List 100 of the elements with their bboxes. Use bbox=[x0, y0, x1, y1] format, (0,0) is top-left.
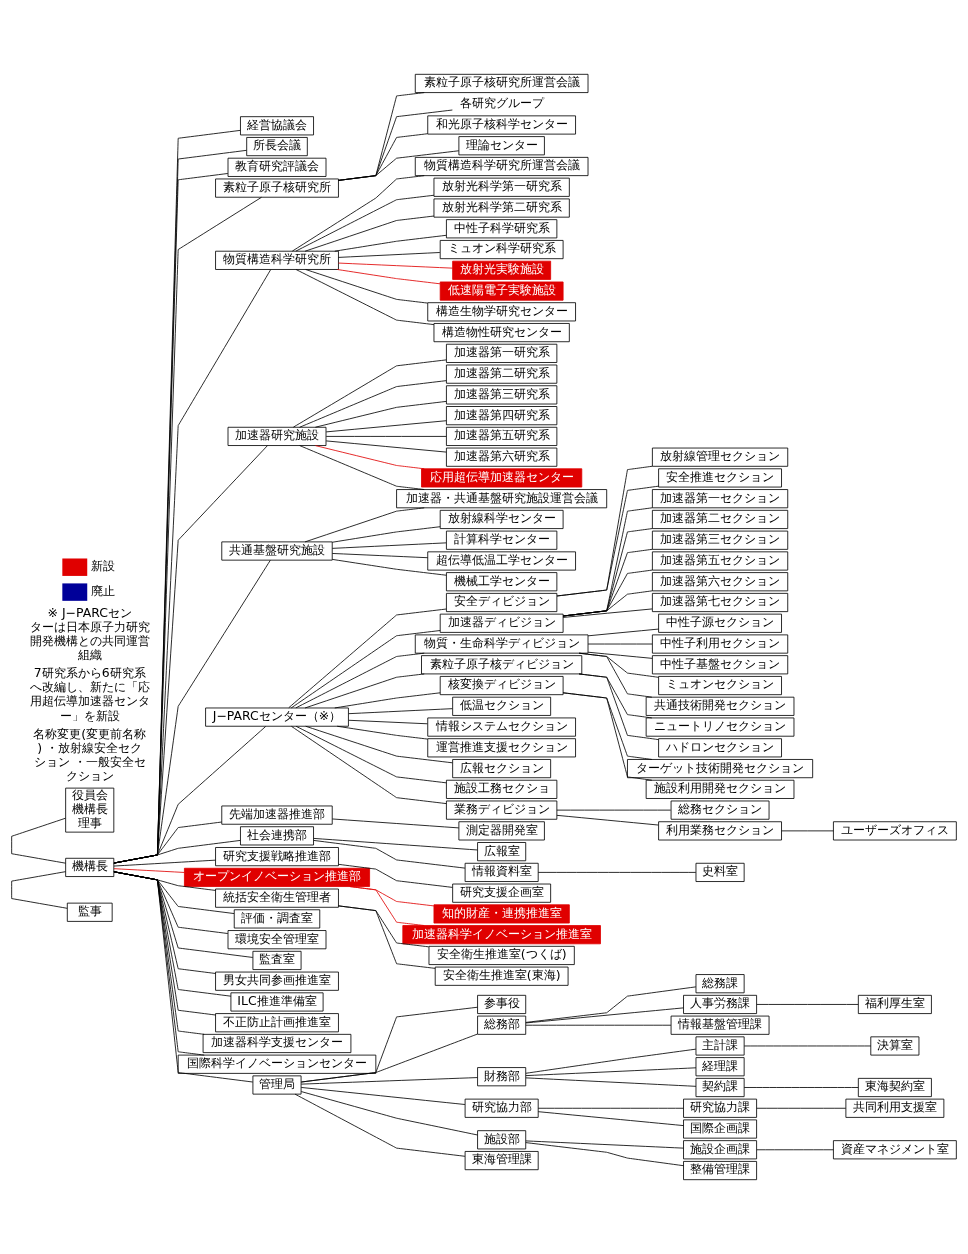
node-box: 構造生物学研究センター bbox=[427, 302, 576, 322]
connector bbox=[300, 1006, 478, 1083]
node-box: 史料室 bbox=[695, 862, 745, 882]
node-box: 情報資料室 bbox=[464, 862, 539, 882]
node-box: 物質構造科学研究所運営会議 bbox=[414, 156, 589, 177]
connector bbox=[291, 725, 447, 804]
node-box: 施設工務セクショ bbox=[446, 779, 558, 799]
connector bbox=[756, 1004, 859, 1005]
node-box: 総務部 bbox=[477, 1015, 527, 1035]
node-box: 整備管理課 bbox=[683, 1161, 757, 1181]
connector bbox=[331, 542, 447, 549]
node-box: 監査室 bbox=[252, 950, 302, 970]
connector bbox=[300, 1077, 478, 1085]
node-box: 業務ディビジョン bbox=[446, 800, 558, 820]
node-box: 加速器第三研究系 bbox=[446, 385, 558, 405]
node-box: 放射光科学第一研究系 bbox=[433, 177, 570, 197]
connector bbox=[113, 859, 216, 867]
node-box: 国際科学イノベーションセンター bbox=[177, 1054, 377, 1074]
node-box: J−PARCセンター（※） bbox=[205, 707, 349, 727]
node-box: 素粒子原子核ディビジョン bbox=[421, 655, 583, 675]
node-box: 国際企画課 bbox=[683, 1119, 757, 1139]
connector bbox=[113, 868, 185, 873]
node-box: ILC推進準備室 bbox=[230, 992, 324, 1012]
node-box: 低速陽電子実験施設 bbox=[439, 281, 564, 301]
connector bbox=[11, 817, 66, 864]
connector bbox=[299, 445, 425, 490]
connector bbox=[325, 440, 447, 453]
node-box: 総務セクション bbox=[670, 800, 770, 820]
node-text: 各研究グループ bbox=[459, 95, 544, 111]
connector bbox=[525, 1067, 697, 1077]
node-box: 加速器第二セクション bbox=[651, 509, 789, 529]
node-box: 運営推進支援セクション bbox=[427, 738, 576, 758]
connector bbox=[331, 526, 441, 543]
connector bbox=[334, 692, 441, 709]
node-box: 監事 bbox=[66, 902, 113, 922]
node-box: 安全衛生推進室(つくば) bbox=[428, 945, 575, 965]
node-box: 経理課 bbox=[695, 1057, 745, 1077]
connector bbox=[562, 608, 653, 618]
connector bbox=[336, 725, 428, 740]
connector bbox=[525, 1142, 684, 1167]
node-box: 人事労務課 bbox=[683, 994, 757, 1014]
connector bbox=[556, 814, 659, 826]
connector bbox=[331, 818, 460, 829]
connector bbox=[113, 196, 262, 864]
node-box: 研究協力課 bbox=[683, 1098, 757, 1118]
node-box: 総務課 bbox=[695, 974, 745, 994]
connector bbox=[348, 719, 428, 725]
connector bbox=[113, 726, 267, 864]
node-box: 共同利用支援室 bbox=[845, 1098, 945, 1118]
connector bbox=[305, 269, 428, 304]
connector bbox=[587, 643, 653, 645]
connector bbox=[11, 871, 68, 909]
connector bbox=[325, 420, 447, 433]
connector bbox=[334, 234, 447, 252]
connector bbox=[113, 269, 272, 864]
node-box: 計算科学センター bbox=[446, 530, 558, 550]
node-box: 加速器・共通基盤研究施設運営会議 bbox=[396, 489, 608, 509]
connector bbox=[288, 608, 447, 709]
node-box: 加速器第七セクション bbox=[651, 592, 789, 613]
node-box: 主計課 bbox=[695, 1036, 745, 1056]
node-box: 加速器第三セクション bbox=[651, 530, 789, 550]
legend-label: 廃止 bbox=[90, 583, 115, 599]
node-box: 加速器科学イノベーション推進室 bbox=[402, 925, 601, 945]
node-box: 共通技術開発セクション bbox=[645, 696, 795, 716]
node-box: 男女共同参画推進室 bbox=[215, 971, 339, 991]
connector bbox=[315, 401, 447, 428]
label: 名称変更(変更前名称) ・放射線安全セクション ・一般安全セクション bbox=[33, 725, 147, 784]
connector bbox=[295, 725, 447, 784]
connector bbox=[562, 507, 653, 617]
connector bbox=[525, 1007, 684, 1024]
node-box: 福利厚生室 bbox=[857, 994, 932, 1014]
node-box: 研究協力部 bbox=[464, 1098, 539, 1118]
connector bbox=[756, 1149, 834, 1151]
node-box: 安全ディビジョン bbox=[446, 592, 558, 613]
connector bbox=[781, 830, 834, 832]
node-box: 研究支援企画室 bbox=[452, 883, 552, 903]
node-box: 情報基盤管理課 bbox=[670, 1015, 770, 1035]
connector bbox=[537, 1111, 684, 1126]
connector bbox=[295, 194, 435, 252]
node-box: 安全推進セクション bbox=[658, 468, 782, 488]
connector bbox=[349, 886, 425, 926]
node-box: 加速器第四研究系 bbox=[446, 406, 558, 426]
node-box: 加速器第五セクション bbox=[651, 551, 789, 571]
connector bbox=[304, 673, 425, 709]
node-box: 核変換ディビジョン bbox=[439, 676, 564, 696]
connector bbox=[113, 559, 271, 864]
connector bbox=[300, 1087, 466, 1105]
connector bbox=[537, 1107, 684, 1109]
connector bbox=[290, 630, 441, 709]
node-box: 施設企画課 bbox=[683, 1140, 757, 1160]
node-box: 環境安全管理室 bbox=[227, 930, 327, 950]
node-box: 契約課 bbox=[695, 1077, 745, 1098]
connector bbox=[113, 445, 268, 864]
node-box: 知的財産・連携推進室 bbox=[433, 904, 570, 924]
node-box: 教育研究評議会 bbox=[227, 157, 327, 177]
node-box: 施設利用開発セクション bbox=[645, 779, 795, 799]
connector bbox=[295, 652, 425, 709]
legend-label: 新設 bbox=[90, 558, 115, 574]
connector bbox=[331, 559, 447, 576]
node-box: 放射光実験施設 bbox=[452, 260, 552, 280]
